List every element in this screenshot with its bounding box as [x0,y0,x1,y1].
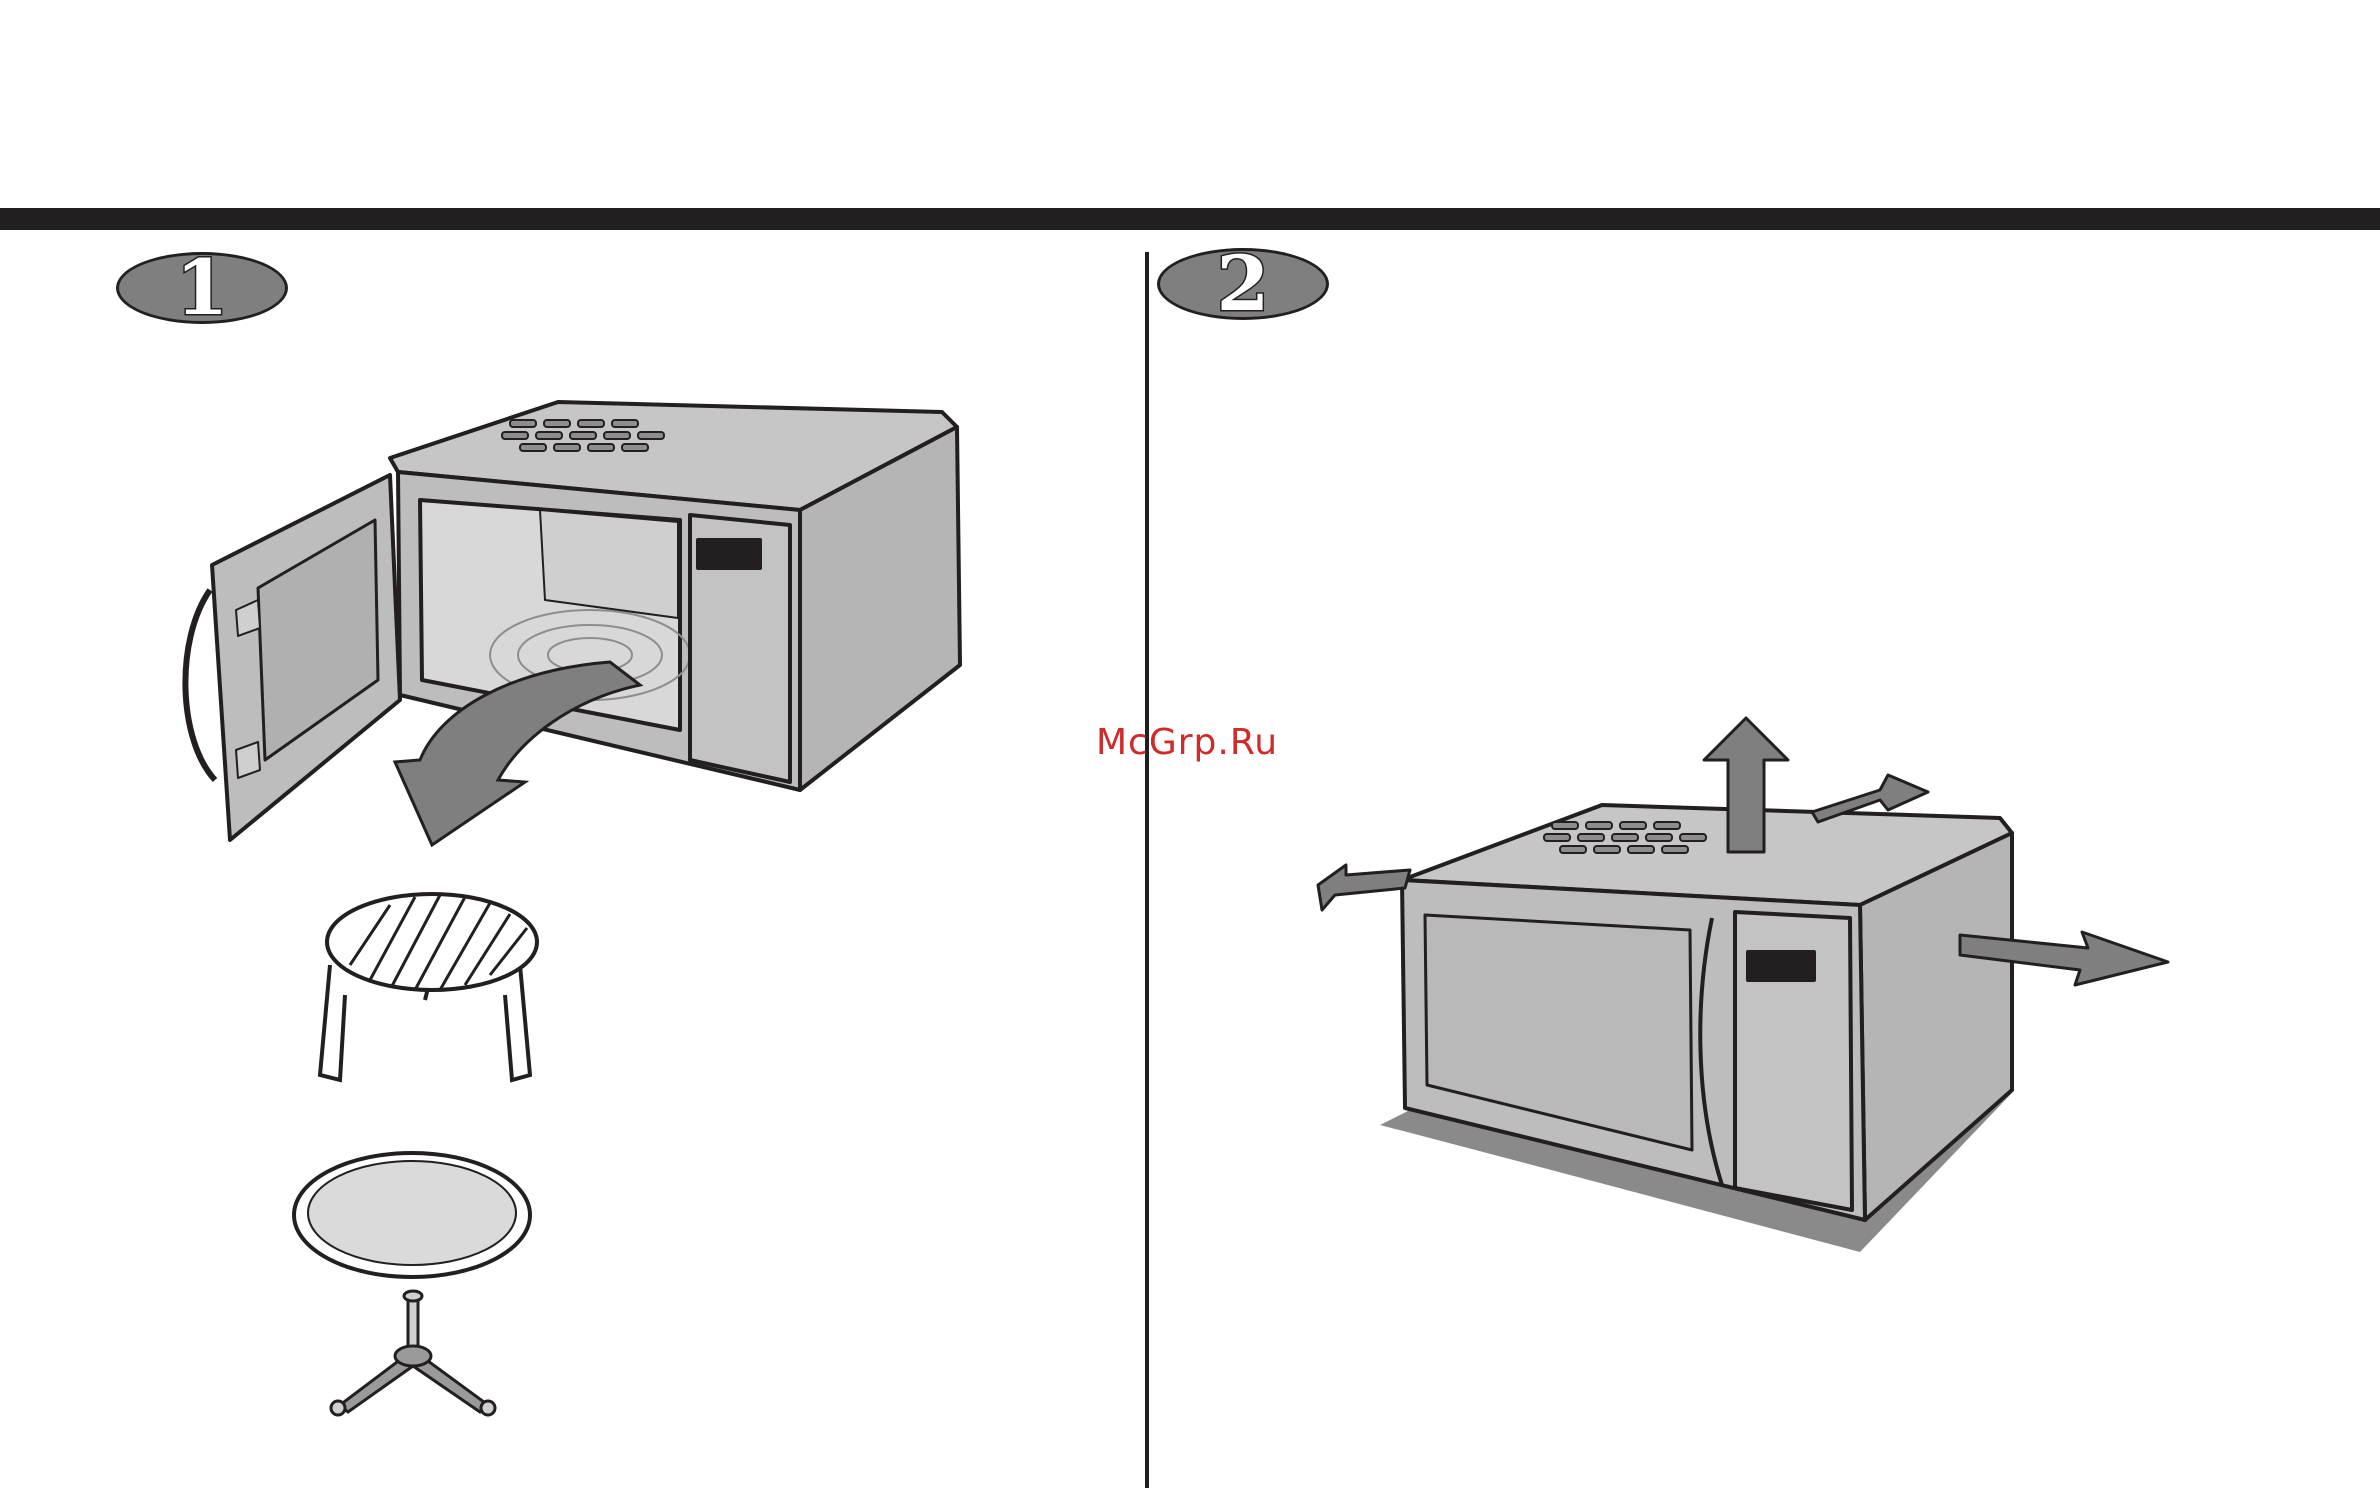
display-window [1748,952,1814,980]
door-handle [185,590,215,780]
display-window [698,540,760,568]
microwave-open-illustration [185,402,960,840]
grill-rack [320,894,537,1080]
glass-tray [294,1153,530,1277]
microwave-closed-illustration [1402,805,2012,1220]
watermark: McGrp.Ru [1096,722,1278,763]
arrow-left [1318,865,1410,910]
roller-support [331,1291,495,1415]
